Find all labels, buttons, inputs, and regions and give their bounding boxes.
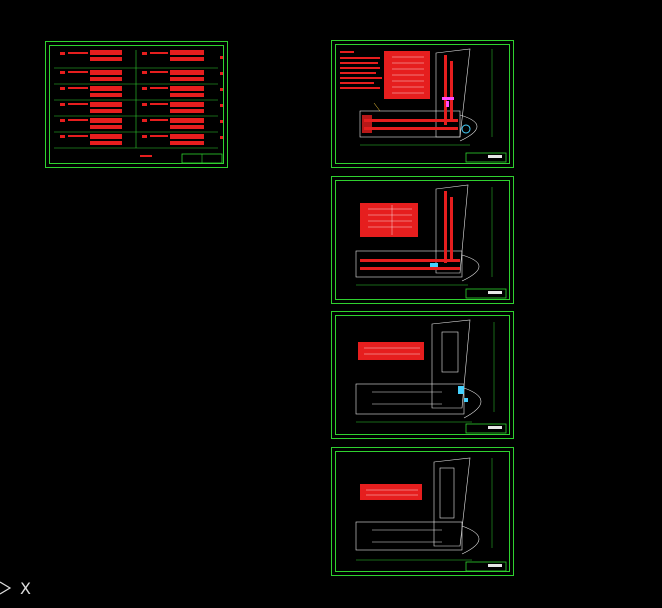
floor-plan-4-drawing [355,457,507,572]
system-diagram-sheet[interactable] [45,41,228,168]
sheet-border [335,451,510,572]
sheet-border [335,44,510,164]
floor-plan-2-sheet[interactable] [331,176,514,304]
floor-plan-1-drawing [340,48,507,163]
system-diagram-drawing [54,50,223,164]
sheet-border [49,45,224,164]
sheet-border [335,180,510,300]
sheet-border [335,315,510,435]
floor-plan-1-sheet[interactable] [331,40,514,168]
floor-plan-2-drawing [355,184,507,299]
ucs-axis-icon [0,576,40,600]
floor-plan-3-sheet[interactable] [331,311,514,439]
ucs-x-label: X [20,579,31,598]
floor-plan-4-sheet[interactable] [331,447,514,576]
floor-plan-3-drawing [355,319,507,434]
